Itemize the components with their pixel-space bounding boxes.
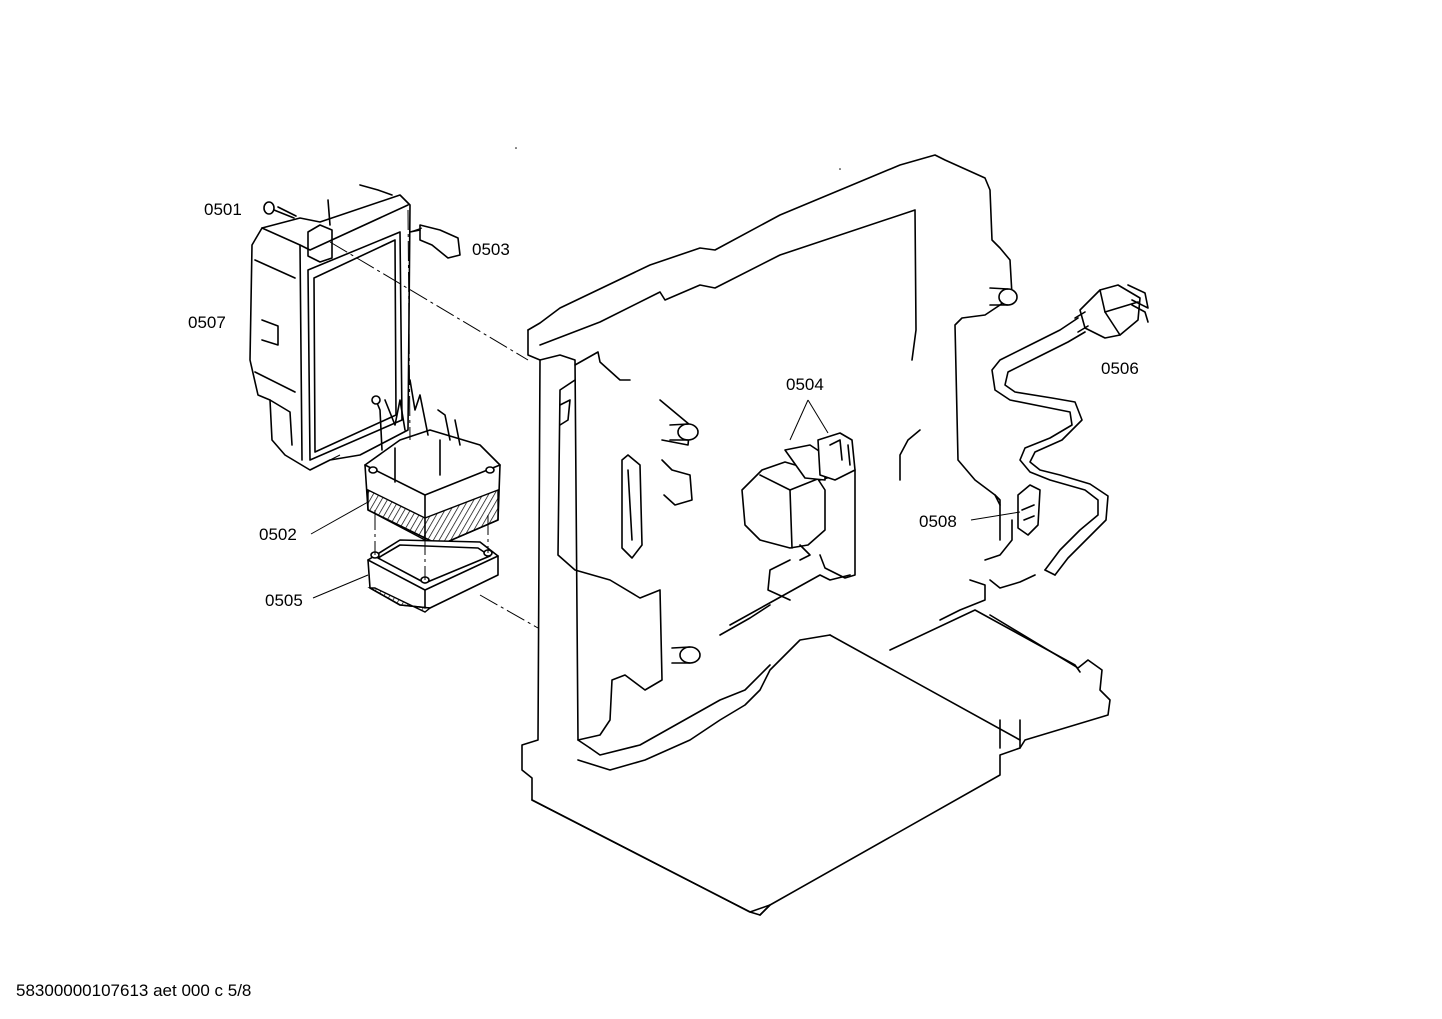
label-0508: 0508 (919, 512, 957, 531)
document-id: 58300000107613 aet 000 c 5/8 (16, 981, 252, 1000)
part-0501-screw (263, 201, 297, 219)
scan-dot (839, 168, 841, 170)
scan-dot (515, 147, 517, 149)
part-labels: 0501 0503 0507 0502 0505 0504 0506 0508 (188, 200, 1139, 610)
label-0503: 0503 (472, 240, 510, 259)
chassis-frame (521, 154, 1111, 916)
part-0505-base (367, 539, 499, 613)
label-0501: 0501 (204, 200, 242, 219)
label-0505: 0505 (265, 591, 303, 610)
part-0506-power-cord (989, 284, 1149, 589)
leader-lines (310, 399, 1021, 599)
part-0507-cover (249, 184, 411, 471)
label-0507: 0507 (188, 313, 226, 332)
part-0502-transformer (364, 379, 501, 546)
label-0506: 0506 (1101, 359, 1139, 378)
assembly-lines (329, 209, 539, 629)
label-0504: 0504 (786, 375, 824, 394)
label-0502: 0502 (259, 525, 297, 544)
part-0508-clip (1017, 484, 1041, 536)
part-0504-switch (741, 432, 856, 561)
